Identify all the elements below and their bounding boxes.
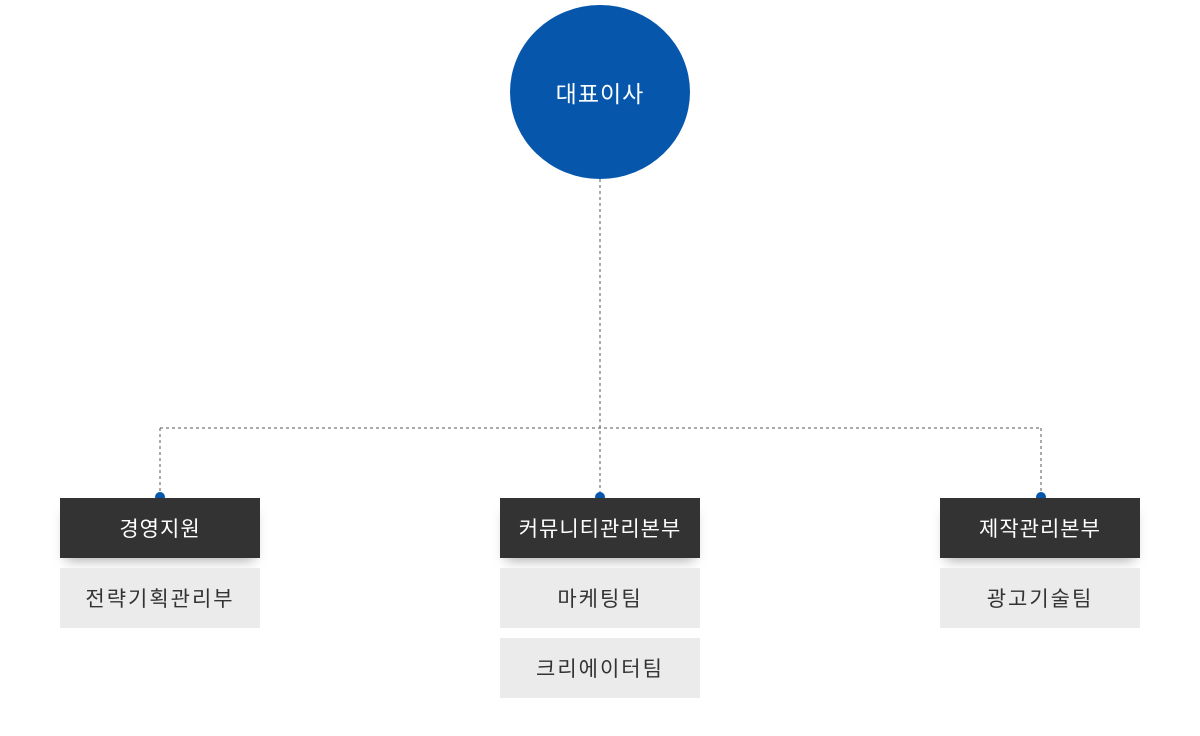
connector-dot bbox=[595, 492, 605, 502]
team-ad-technology: 광고기술팀 bbox=[940, 568, 1140, 628]
department-community-management: 커뮤니티관리본부 bbox=[500, 498, 700, 558]
team-strategy-planning: 전략기획관리부 bbox=[60, 568, 260, 628]
team-creator: 크리에이터팀 bbox=[500, 638, 700, 698]
department-management-support: 경영지원 bbox=[60, 498, 260, 558]
team-marketing: 마케팅팀 bbox=[500, 568, 700, 628]
connector-dot bbox=[1036, 492, 1046, 502]
ceo-label: 대표이사 bbox=[555, 82, 645, 108]
team-label: 크리에이터팀 bbox=[536, 657, 664, 681]
ceo-node: 대표이사 bbox=[510, 5, 690, 179]
department-label: 커뮤니티관리본부 bbox=[518, 517, 682, 541]
department-label: 경영지원 bbox=[119, 517, 201, 541]
team-label: 마케팅팀 bbox=[557, 587, 643, 611]
department-production-management: 제작관리본부 bbox=[940, 498, 1140, 558]
team-label: 전략기획관리부 bbox=[85, 587, 235, 611]
department-label: 제작관리본부 bbox=[979, 517, 1101, 541]
team-label: 광고기술팀 bbox=[986, 587, 1094, 611]
connector-dot bbox=[155, 492, 165, 502]
